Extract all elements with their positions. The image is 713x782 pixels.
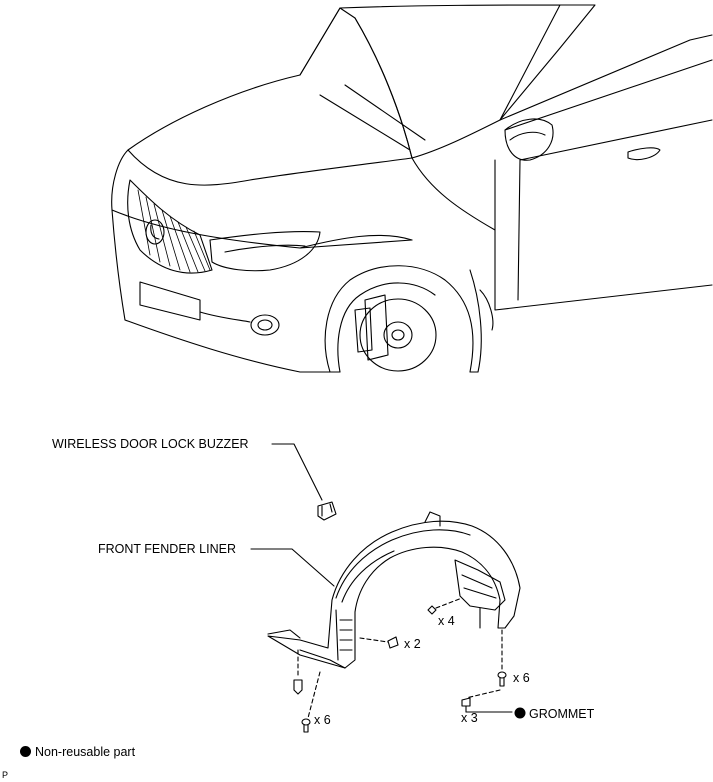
fasteners (293, 597, 513, 733)
screw-qty-upper: x 4 (438, 614, 455, 628)
vehicle-front-illustration (111, 4, 713, 373)
buzzer-label: WIRELESS DOOR LOCK BUZZER (52, 437, 249, 451)
corner-mark: P (2, 770, 9, 780)
wireless-door-lock-buzzer (271, 443, 337, 521)
front-fender-liner (250, 511, 521, 669)
grommet-nonreusable-marker-icon (514, 707, 526, 719)
clip-qty-right: x 6 (513, 671, 530, 685)
clip-qty-bottom: x 6 (314, 713, 331, 727)
legend-text: Non-reusable part (35, 745, 136, 759)
fender-liner-label: FRONT FENDER LINER (98, 542, 236, 556)
bolt-qty: x 2 (404, 637, 421, 651)
legend-non-reusable: Non-reusable part (20, 745, 135, 759)
grommet-qty: x 3 (461, 711, 478, 725)
filled-circle-icon (20, 746, 31, 757)
grommet-label: GROMMET (529, 707, 595, 721)
